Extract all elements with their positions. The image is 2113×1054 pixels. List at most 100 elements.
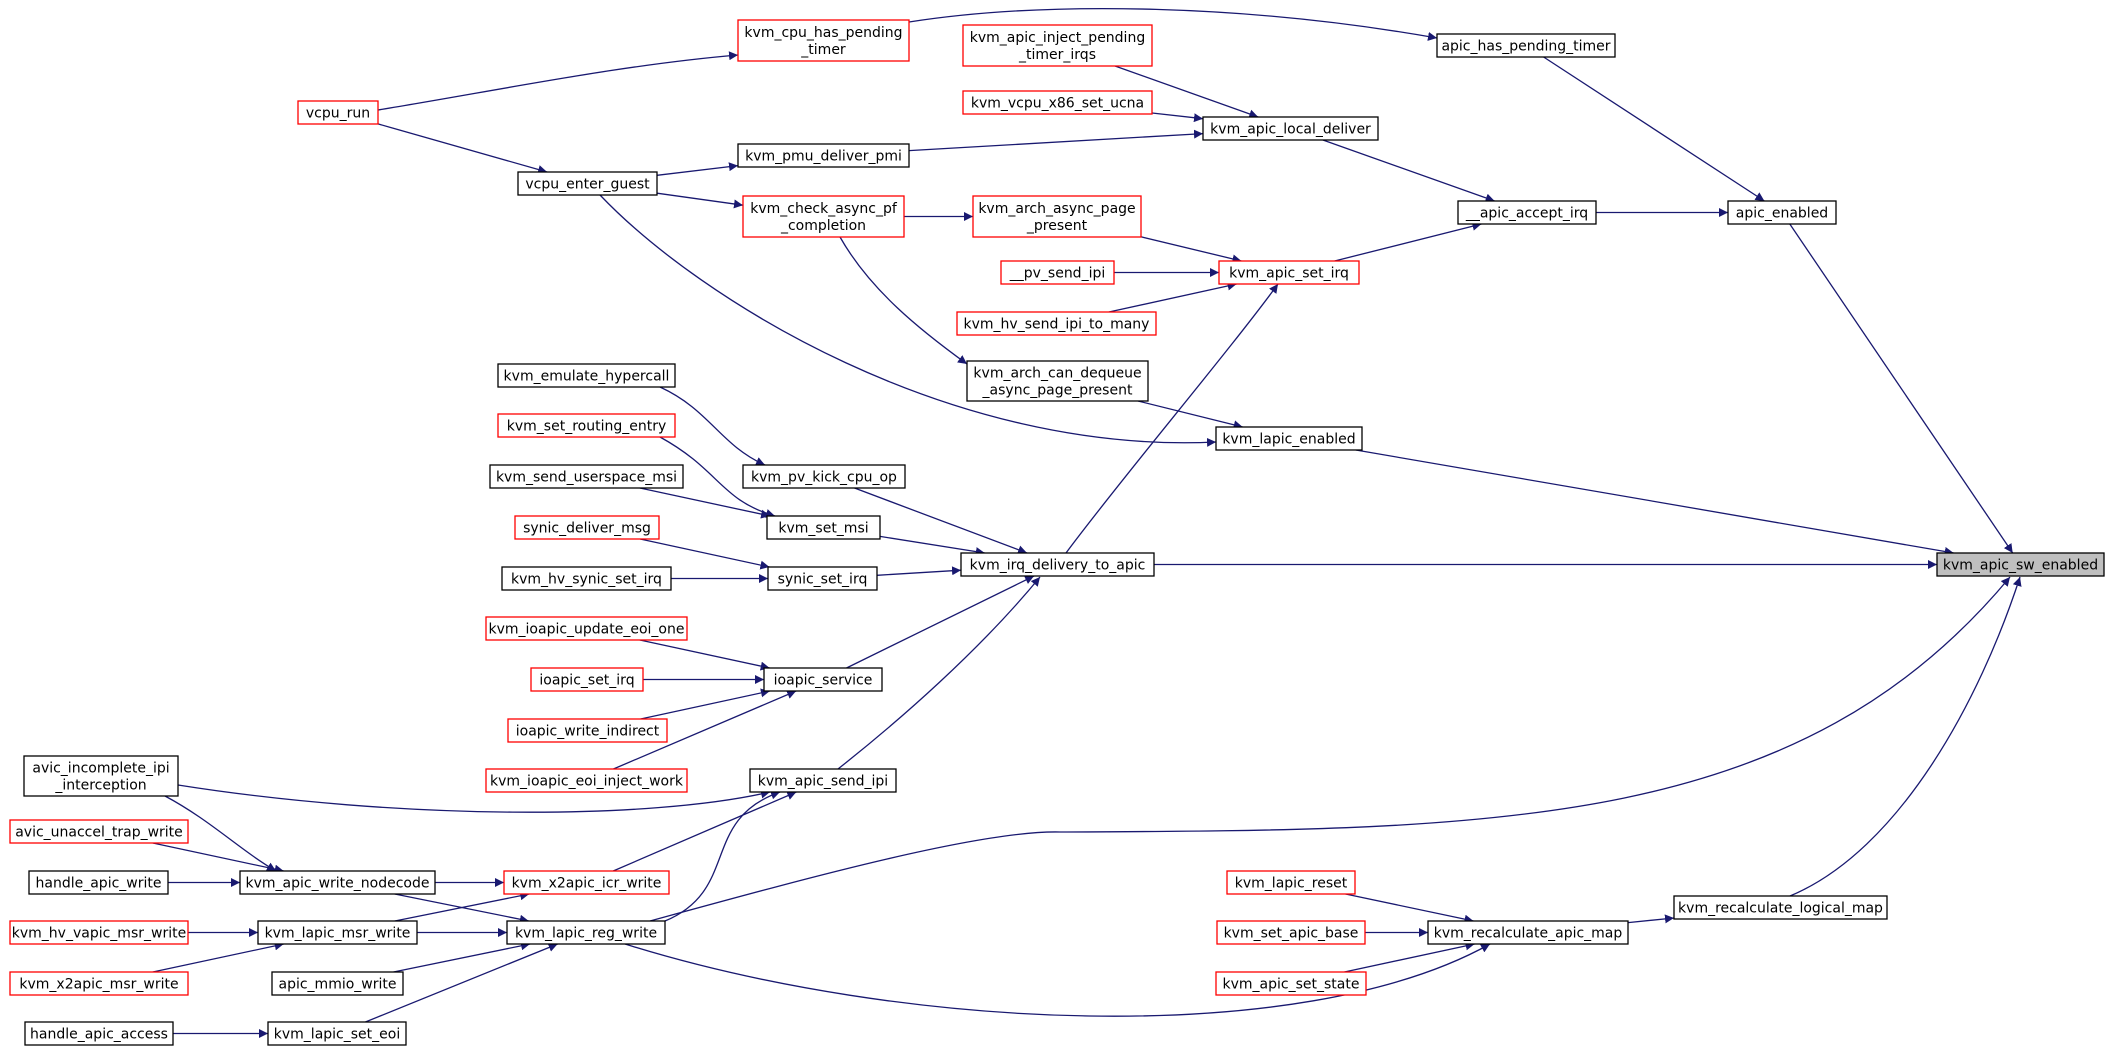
node-kvm_apic_sw_enabled[interactable]: kvm_apic_sw_enabled xyxy=(1936,552,2105,577)
node-pv_send_ipi[interactable]: __pv_send_ipi xyxy=(1000,260,1115,285)
node-kvm_send_userspace_msi[interactable]: kvm_send_userspace_msi xyxy=(489,464,684,489)
node-kvm_hv_send_ipi_to_many[interactable]: kvm_hv_send_ipi_to_many xyxy=(956,311,1157,336)
node-label: vcpu_run xyxy=(306,106,370,122)
node-label: kvm_set_routing_entry xyxy=(507,419,666,435)
node-kvm_x2apic_icr_write[interactable]: kvm_x2apic_icr_write xyxy=(503,870,670,895)
node-label: kvm_vcpu_x86_set_ucna xyxy=(971,96,1144,112)
node-label: kvm_arch_async_page xyxy=(978,201,1135,217)
node-box xyxy=(1000,260,1115,285)
node-ioapic_set_irq[interactable]: ioapic_set_irq xyxy=(530,667,644,692)
node-kvm_ioapic_update_eoi_one[interactable]: kvm_ioapic_update_eoi_one xyxy=(485,616,688,641)
node-label: _timer xyxy=(800,42,846,58)
node-kvm_hv_synic_set_irq[interactable]: kvm_hv_synic_set_irq xyxy=(501,566,672,591)
node-label: kvm_set_apic_base xyxy=(1224,926,1359,942)
node-vcpu_enter_guest[interactable]: vcpu_enter_guest xyxy=(517,171,658,196)
node-label: kvm_lapic_set_eoi xyxy=(274,1027,400,1043)
edge-apic_mmio_write-to-kvm_lapic_reg_write xyxy=(393,941,531,973)
node-kvm_vcpu_x86_set_ucna[interactable]: kvm_vcpu_x86_set_ucna xyxy=(962,90,1153,115)
node-kvm_lapic_reset[interactable]: kvm_lapic_reset xyxy=(1226,870,1356,895)
node-ioapic_service[interactable]: ioapic_service xyxy=(763,667,883,692)
node-box xyxy=(1215,426,1363,451)
node-box xyxy=(767,566,878,591)
node-kvm_apic_inject_pending_timer_irqs[interactable]: kvm_apic_inject_pending_timer_irqs xyxy=(962,24,1153,67)
node-kvm_recalculate_apic_map[interactable]: kvm_recalculate_apic_map xyxy=(1427,920,1629,945)
node-label: kvm_x2apic_msr_write xyxy=(19,977,178,993)
node-kvm_recalculate_logical_map[interactable]: kvm_recalculate_logical_map xyxy=(1673,895,1888,920)
node-kvm_arch_async_page_present[interactable]: kvm_arch_async_page_present xyxy=(972,195,1142,238)
node-kvm_pmu_deliver_pmi[interactable]: kvm_pmu_deliver_pmi xyxy=(737,143,910,168)
node-label: kvm_apic_set_irq xyxy=(1229,266,1349,282)
node-handle_apic_write[interactable]: handle_apic_write xyxy=(28,870,169,895)
node-avic_incomplete_ipi_interception[interactable]: avic_incomplete_ipi_interception xyxy=(23,755,179,797)
node-box xyxy=(28,870,169,895)
node-synic_set_irq[interactable]: synic_set_irq xyxy=(767,566,878,591)
node-kvm_irq_delivery_to_apic[interactable]: kvm_irq_delivery_to_apic xyxy=(960,552,1155,577)
node-label: handle_apic_write xyxy=(36,876,162,892)
node-kvm_apic_set_irq[interactable]: kvm_apic_set_irq xyxy=(1218,260,1360,285)
edge-kvm_check_async_pf_completion-to-kvm_arch_can_dequeue_async_page_present xyxy=(839,236,968,365)
edge-vcpu_enter_guest-to-kvm_pmu_deliver_pmi xyxy=(656,162,739,176)
node-kvm_lapic_enabled[interactable]: kvm_lapic_enabled xyxy=(1215,426,1363,451)
edge-kvm_set_routing_entry-to-kvm_set_msi xyxy=(659,436,776,518)
node-kvm_set_msi[interactable]: kvm_set_msi xyxy=(766,515,881,540)
node-box xyxy=(1427,920,1629,945)
edge-kvm_lapic_set_eoi-to-kvm_lapic_reg_write xyxy=(365,943,558,1023)
node-label: synic_deliver_msg xyxy=(523,521,651,537)
node-handle_apic_access[interactable]: handle_apic_access xyxy=(24,1021,174,1046)
node-box xyxy=(1436,33,1616,58)
node-synic_deliver_msg[interactable]: synic_deliver_msg xyxy=(514,515,660,540)
node-label: _async_page_present xyxy=(982,383,1133,399)
edge-ioapic_service-to-kvm_irq_delivery_to_apic xyxy=(846,575,1035,669)
node-kvm_x2apic_msr_write[interactable]: kvm_x2apic_msr_write xyxy=(9,971,189,996)
node-box xyxy=(501,566,672,591)
node-box xyxy=(507,718,668,743)
node-label: ioapic_set_irq xyxy=(539,673,634,689)
node-apic_enabled[interactable]: apic_enabled xyxy=(1727,200,1837,225)
edge-apic_enabled-to-kvm_apic_sw_enabled xyxy=(1789,223,2014,554)
node-label: kvm_recalculate_apic_map xyxy=(1434,926,1623,942)
edge-kvm_lapic_reg_write-to-kvm_recalculate_apic_map xyxy=(624,943,1491,1017)
node-apic_mmio_write[interactable]: apic_mmio_write xyxy=(271,971,404,996)
node-apic_has_pending_timer[interactable]: apic_has_pending_timer xyxy=(1436,33,1616,58)
node-box xyxy=(972,195,1142,238)
node-kvm_arch_can_dequeue_async_page_present[interactable]: kvm_arch_can_dequeue_async_page_present xyxy=(966,360,1149,402)
node-kvm_lapic_msr_write[interactable]: kvm_lapic_msr_write xyxy=(257,920,418,945)
node-box xyxy=(1457,200,1597,225)
node-kvm_apic_write_nodecode[interactable]: kvm_apic_write_nodecode xyxy=(239,870,436,895)
edge-vcpu_enter_guest-to-kvm_lapic_enabled xyxy=(599,194,1217,447)
node-label: kvm_check_async_pf xyxy=(750,201,898,217)
node-box xyxy=(737,143,910,168)
node-kvm_cpu_has_pending_timer[interactable]: kvm_cpu_has_pending_timer xyxy=(737,19,910,62)
node-box xyxy=(962,24,1153,67)
node-box xyxy=(23,755,179,797)
node-kvm_apic_send_ipi[interactable]: kvm_apic_send_ipi xyxy=(749,768,897,793)
node-label: kvm_apic_set_state xyxy=(1223,977,1360,993)
node-kvm_lapic_reg_write[interactable]: kvm_lapic_reg_write xyxy=(506,920,666,945)
node-layer: kvm_apic_sw_enabled apic_enabled apic_has_… xyxy=(9,19,2105,1046)
node-label: avic_incomplete_ipi xyxy=(32,761,169,777)
node-apic_accept_irq[interactable]: __apic_accept_irq xyxy=(1457,200,1597,225)
node-label: kvm_ioapic_eoi_inject_work xyxy=(490,774,684,790)
node-kvm_check_async_pf_completion[interactable]: kvm_check_async_pf_completion xyxy=(742,195,905,238)
node-kvm_ioapic_eoi_inject_work[interactable]: kvm_ioapic_eoi_inject_work xyxy=(485,768,688,793)
node-label: kvm_pmu_deliver_pmi xyxy=(745,149,902,165)
node-ioapic_write_indirect[interactable]: ioapic_write_indirect xyxy=(507,718,668,743)
node-vcpu_run[interactable]: vcpu_run xyxy=(297,100,379,125)
node-kvm_set_apic_base[interactable]: kvm_set_apic_base xyxy=(1216,920,1366,945)
node-kvm_hv_vapic_msr_write[interactable]: kvm_hv_vapic_msr_write xyxy=(9,920,189,945)
node-kvm_apic_local_deliver[interactable]: kvm_apic_local_deliver xyxy=(1202,116,1379,141)
node-label: synic_set_irq xyxy=(778,572,868,588)
node-kvm_lapic_set_eoi[interactable]: kvm_lapic_set_eoi xyxy=(267,1021,407,1046)
node-avic_unaccel_trap_write[interactable]: avic_unaccel_trap_write xyxy=(9,819,189,844)
edge-kvm_pmu_deliver_pmi-to-kvm_apic_local_deliver xyxy=(908,129,1204,152)
node-kvm_emulate_hypercall[interactable]: kvm_emulate_hypercall xyxy=(497,363,676,388)
node-kvm_pv_kick_cpu_op[interactable]: kvm_pv_kick_cpu_op xyxy=(742,464,906,489)
node-box xyxy=(1673,895,1888,920)
node-kvm_apic_set_state[interactable]: kvm_apic_set_state xyxy=(1215,971,1367,996)
edge-kvm_apic_inject_pending_timer_irqs-to-kvm_apic_local_deliver xyxy=(1114,65,1259,119)
node-label: kvm_set_msi xyxy=(778,521,868,537)
edge-layer xyxy=(152,7,2022,1038)
edge-synic_set_irq-to-kvm_irq_delivery_to_apic xyxy=(876,566,962,576)
node-kvm_set_routing_entry[interactable]: kvm_set_routing_entry xyxy=(497,413,676,438)
